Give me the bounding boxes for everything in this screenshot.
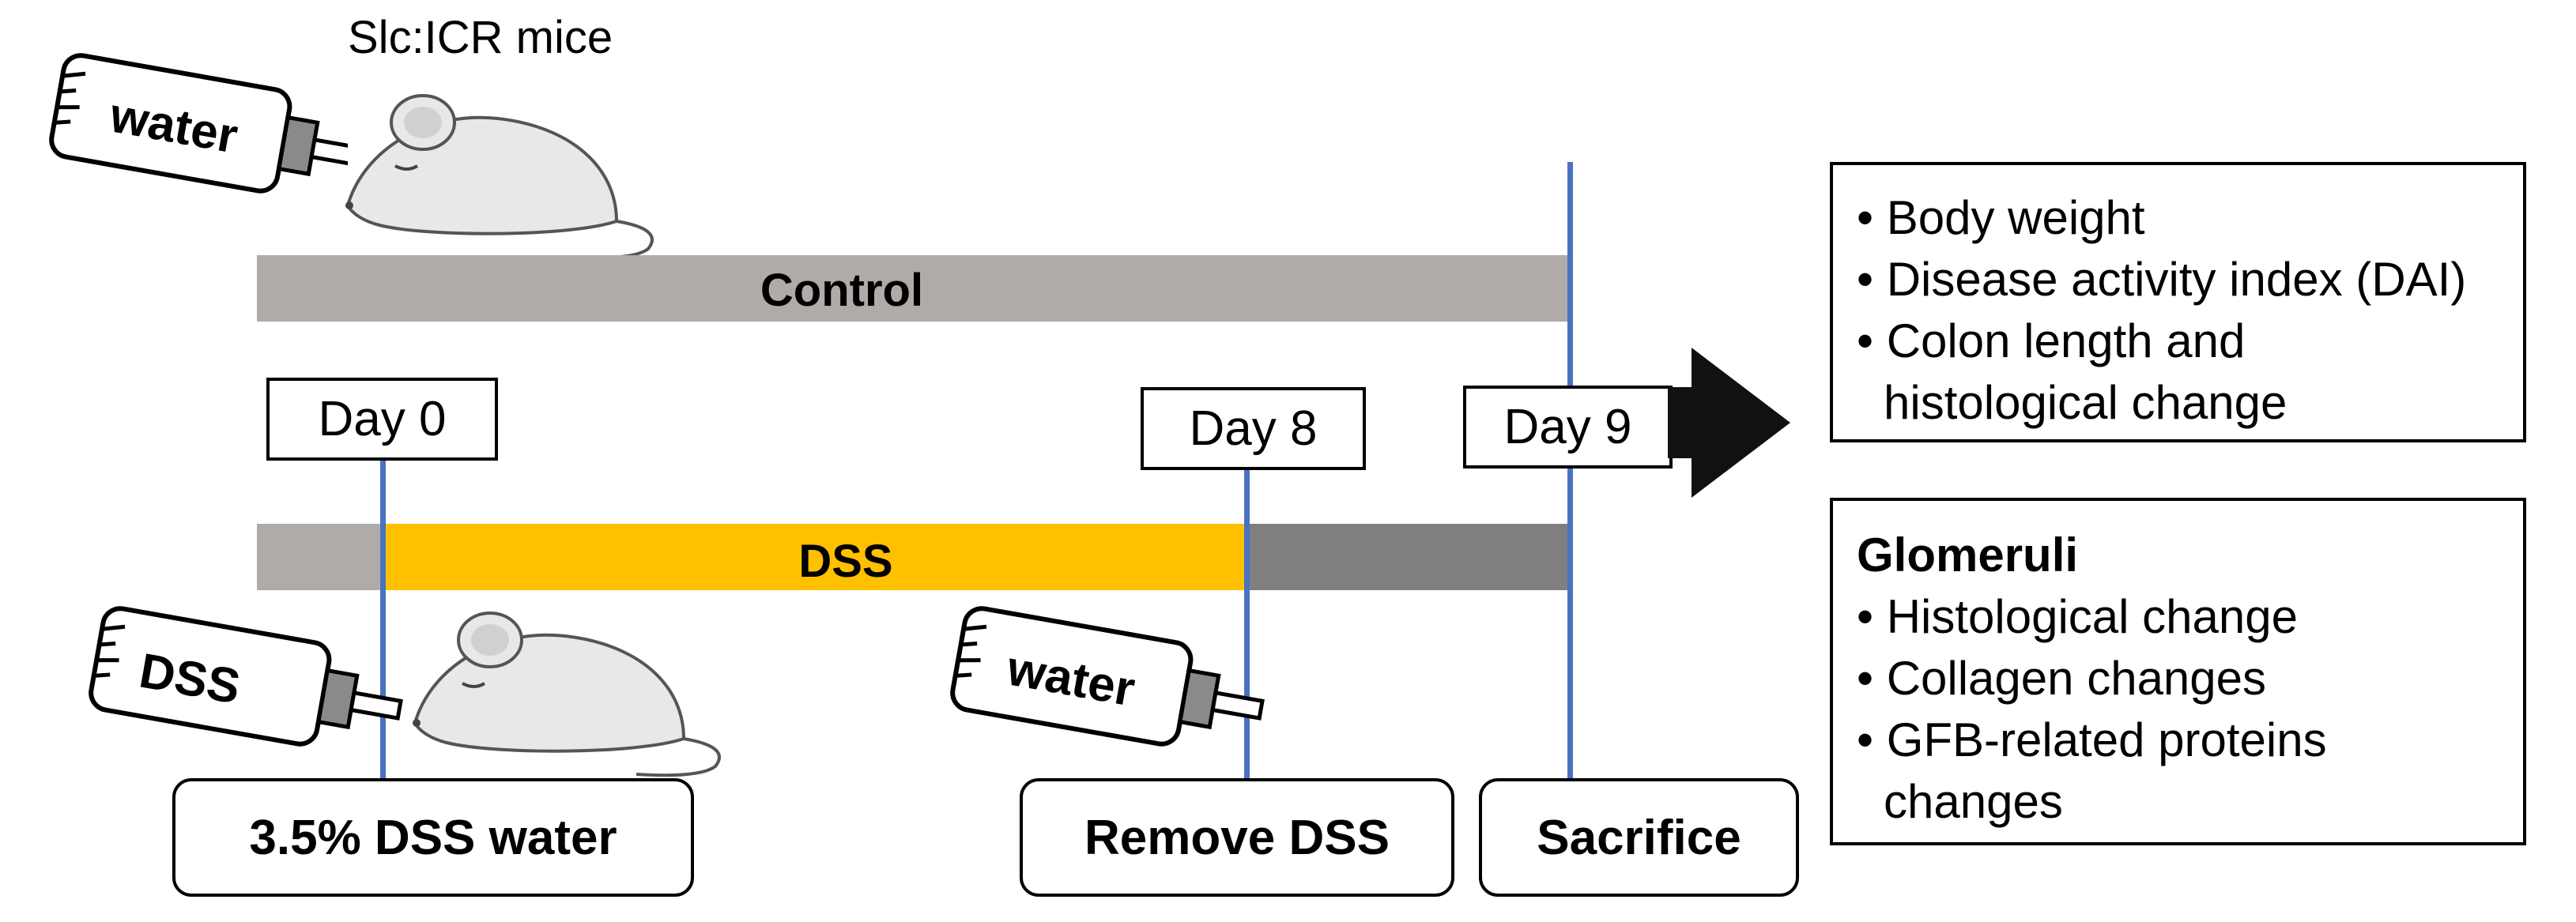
control-bar — [257, 255, 1571, 322]
day-0-box: Day 0 — [266, 378, 498, 461]
dss-bar-after — [1247, 524, 1571, 590]
day-8-box: Day 8 — [1141, 387, 1366, 470]
timeline-line-day8 — [1244, 470, 1250, 778]
water-bottle-icon: water — [49, 53, 348, 194]
event-box-remove-dss: Remove DSS — [1020, 778, 1454, 897]
glomeruli-heading: Glomeruli — [1857, 529, 2079, 581]
event-box-dss-water: 3.5% DSS water — [172, 778, 694, 897]
outcome-colon-length: • Colon length and — [1857, 314, 2246, 367]
outcome-dai: • Disease activity index (DAI) — [1857, 253, 2467, 306]
day-9-box: Day 9 — [1463, 386, 1673, 469]
timeline-line-day9 — [1567, 162, 1573, 778]
right-arrow-icon — [1668, 348, 1790, 498]
strain-label: Slc:ICR mice — [348, 12, 613, 63]
dss-bar-pre — [257, 524, 383, 590]
glomeruli-gfb-proteins: • GFB-related proteins — [1857, 713, 2327, 766]
dss-bottle-icon: DSS — [89, 606, 403, 747]
outcomes-panel: • Body weight • Disease activity index (… — [1830, 162, 2526, 442]
glomeruli-panel: Glomeruli • Histological change • Collag… — [1830, 498, 2526, 845]
control-bar-label: Control — [760, 265, 924, 316]
outcome-body-weight: • Body weight — [1857, 191, 2145, 244]
event-box-sacrifice: Sacrifice — [1479, 778, 1799, 897]
timeline-line-day0 — [380, 461, 386, 778]
glomeruli-histological: • Histological change — [1857, 590, 2298, 643]
mouse-icon-dss — [413, 612, 721, 777]
glomeruli-gfb-changes: changes — [1884, 775, 2063, 828]
dss-bar-active — [383, 524, 1247, 590]
dss-bar-label: DSS — [798, 536, 893, 587]
mouse-icon — [345, 94, 654, 260]
water-bottle-icon-later: water — [950, 606, 1265, 747]
outcome-histological: histological change — [1884, 376, 2287, 429]
glomeruli-collagen: • Collagen changes — [1857, 652, 2267, 705]
